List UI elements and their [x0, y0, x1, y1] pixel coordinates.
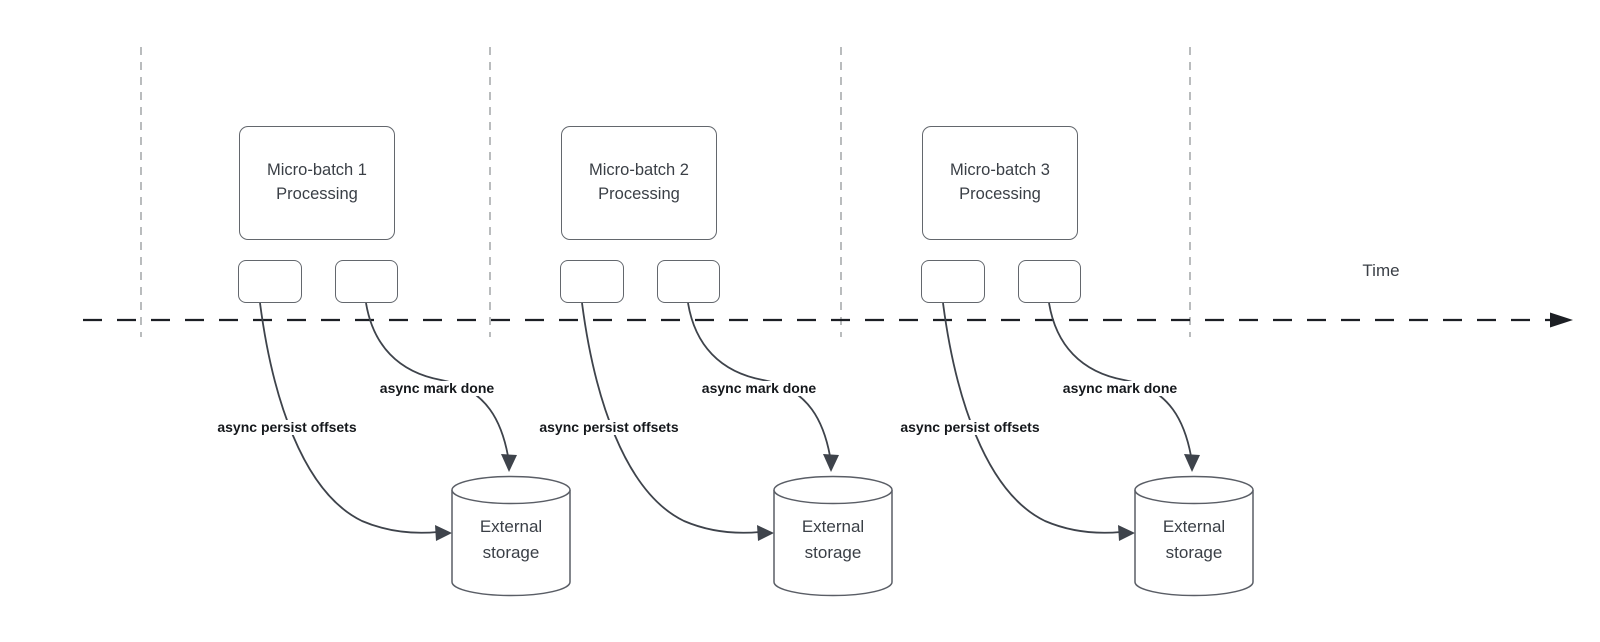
timeline-arrowhead-icon	[1550, 312, 1573, 328]
mark-done-arrowhead-icon	[1184, 454, 1200, 472]
mark-done-box	[335, 260, 398, 303]
mark-done-box	[657, 260, 720, 303]
storage-cylinder-top	[451, 475, 571, 505]
storage-label: External storage	[1162, 517, 1226, 563]
mark-done-label: async mark done	[1059, 380, 1181, 397]
persist-offsets-arrowhead-icon	[1118, 525, 1135, 541]
persist-offsets-arrowhead-icon	[435, 525, 452, 541]
persist-offsets-arrow	[259, 302, 439, 534]
mark-done-arrow	[687, 302, 831, 457]
mark-done-box	[1018, 260, 1081, 303]
offsets-box	[238, 260, 302, 303]
persist-offsets-arrow	[581, 302, 761, 534]
micro-batch-box: Micro-batch 3 Processing	[922, 126, 1078, 240]
storage-cylinder-body	[1134, 490, 1254, 597]
storage-cylinder-body	[451, 490, 571, 597]
persist-offsets-arrowhead-icon	[757, 525, 774, 541]
micro-batch-box: Micro-batch 1 Processing	[239, 126, 395, 240]
persist-offsets-label: async persist offsets	[897, 419, 1043, 436]
storage-cylinder-top	[1134, 475, 1254, 505]
mark-done-arrowhead-icon	[501, 454, 517, 472]
persist-offsets-label: async persist offsets	[536, 419, 682, 436]
mark-done-label: async mark done	[376, 380, 498, 397]
persist-offsets-label: async persist offsets	[214, 419, 360, 436]
offsets-box	[921, 260, 985, 303]
mark-done-arrowhead-icon	[823, 454, 839, 472]
persist-offsets-arrow	[942, 302, 1122, 534]
storage-cylinder-body	[773, 490, 893, 597]
storage-label: External storage	[479, 517, 543, 563]
time-axis-label: Time	[1362, 261, 1400, 280]
offsets-box	[560, 260, 624, 303]
mark-done-arrow	[1048, 302, 1192, 457]
micro-batch-box: Micro-batch 2 Processing	[561, 126, 717, 240]
storage-label: External storage	[801, 517, 865, 563]
storage-cylinder-top	[773, 475, 893, 505]
mark-done-arrow	[365, 302, 509, 457]
mark-done-label: async mark done	[698, 380, 820, 397]
